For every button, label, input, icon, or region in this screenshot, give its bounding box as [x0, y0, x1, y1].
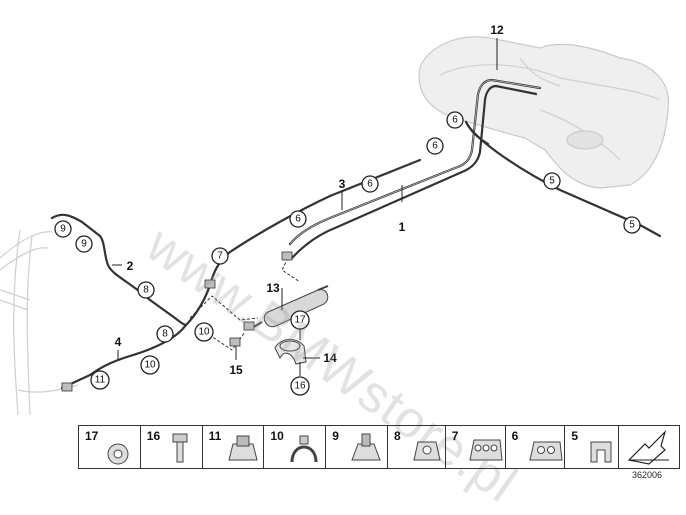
callout-16: 16: [290, 376, 310, 396]
svg-text:2: 2: [127, 259, 134, 273]
callout-17: 17: [290, 310, 310, 330]
svg-text:15: 15: [229, 363, 243, 377]
svg-text:1: 1: [399, 220, 406, 234]
legend-cell-arrow: [619, 426, 679, 468]
svg-text:6: 6: [432, 141, 438, 152]
svg-text:8: 8: [162, 329, 168, 340]
svg-text:17: 17: [294, 315, 306, 326]
legend-cell-5: 5: [565, 426, 620, 468]
callout-1: 1: [399, 220, 406, 234]
svg-text:9: 9: [60, 224, 66, 235]
callout-9b: 9: [75, 235, 93, 253]
svg-text:9: 9: [81, 239, 87, 250]
callout-3: 3: [339, 177, 346, 191]
fuel-line-diagram: 12 6 6 6 6 5 5 3 1 9 9 2 7 8 8 10 10 13 …: [0, 23, 670, 416]
legend-cell-8: 8: [388, 426, 446, 468]
bolt-icon: [172, 433, 188, 463]
left-ghost-lines: [0, 229, 79, 416]
callout-6b: 6: [426, 137, 444, 155]
callout-8a: 8: [137, 281, 155, 299]
legend-number: 11: [208, 429, 222, 443]
triple-pipe-holder-icon: [469, 439, 503, 461]
legend-number: 17: [85, 429, 99, 443]
svg-text:6: 6: [452, 115, 458, 126]
callout-6a: 6: [446, 111, 464, 129]
legend-cell-6: 6: [506, 426, 566, 468]
legend-number: 8: [393, 429, 401, 443]
legend-number: 7: [451, 429, 459, 443]
legend-cell-11: 11: [203, 426, 265, 468]
callout-6d: 6: [289, 210, 307, 228]
callout-10b: 10: [140, 355, 160, 375]
callout-2: 2: [127, 259, 134, 273]
callout-5b: 5: [623, 216, 641, 234]
svg-text:10: 10: [144, 360, 156, 371]
legend-number: 16: [146, 429, 161, 443]
double-pipe-holder-icon: [528, 441, 563, 461]
callout-14: 14: [323, 351, 337, 365]
fittings: [61, 251, 293, 392]
callout-4: 4: [115, 335, 122, 349]
svg-text:4: 4: [115, 335, 122, 349]
svg-text:12: 12: [490, 23, 504, 37]
callout-13: 13: [266, 281, 280, 295]
legend-cell-7: 7: [446, 426, 506, 468]
clip-icon: [590, 441, 612, 463]
legend-number: 9: [332, 429, 339, 443]
callout-9a: 9: [54, 220, 72, 238]
fuel-tank: [418, 36, 670, 189]
legend-cell-16: 16: [141, 426, 203, 468]
callout-12: 12: [490, 23, 504, 37]
pipe-holder-icon: [351, 433, 381, 461]
svg-text:3: 3: [339, 177, 346, 191]
svg-text:10: 10: [198, 327, 210, 338]
legend-cell-10: 10: [264, 426, 327, 468]
hose-clamp-icon: [290, 435, 318, 463]
svg-text:14: 14: [323, 351, 337, 365]
svg-text:7: 7: [217, 251, 223, 262]
callout-6c: 6: [361, 175, 379, 193]
svg-text:5: 5: [549, 176, 555, 187]
fuel-filter: [251, 285, 329, 329]
legend-number: 5: [571, 429, 579, 443]
callout-8b: 8: [156, 325, 174, 343]
callout-15: 15: [229, 363, 243, 377]
legend-cell-17: 17: [79, 426, 141, 468]
legend-cell-9: 9: [326, 426, 388, 468]
svg-text:6: 6: [367, 179, 373, 190]
svg-text:6: 6: [295, 214, 301, 225]
pipe-holder-icon: [413, 441, 441, 461]
leader-lines: [112, 38, 498, 376]
callout-10a: 10: [194, 322, 214, 342]
svg-text:13: 13: [266, 281, 280, 295]
parts-legend: 17 16 11 10 9 8 7: [78, 425, 680, 469]
callout-11: 11: [90, 370, 110, 390]
document-number: 362006: [632, 470, 663, 480]
svg-text:5: 5: [629, 220, 635, 231]
legend-number: 10: [270, 429, 284, 443]
washer-icon: [107, 443, 129, 465]
svg-text:16: 16: [294, 381, 306, 392]
callout-7: 7: [211, 247, 229, 265]
svg-text:8: 8: [143, 285, 149, 296]
pipe-clip-icon: [227, 435, 258, 461]
filter-bracket: [274, 339, 307, 365]
arrow-icon: [628, 430, 670, 465]
legend-number: 6: [511, 429, 519, 443]
svg-text:11: 11: [95, 375, 106, 386]
dashed-connections: [189, 257, 301, 351]
callout-5a: 5: [543, 172, 561, 190]
